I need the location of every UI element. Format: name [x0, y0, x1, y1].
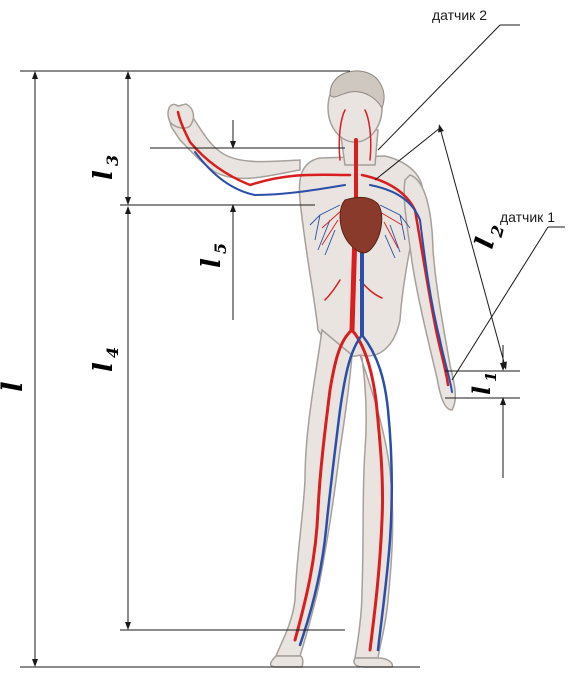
svg-text:1: 1	[482, 372, 500, 382]
dim-label-l3: l 3	[89, 155, 122, 180]
svg-text:l: l	[197, 258, 227, 268]
svg-text:3: 3	[103, 155, 122, 166]
svg-text:l: l	[89, 362, 119, 372]
dim-label-l1: l 1	[467, 372, 500, 395]
right-foot	[271, 656, 303, 667]
sensor-2-label: датчик 2	[432, 7, 487, 23]
svg-text:l: l	[89, 170, 119, 180]
svg-text:5: 5	[211, 243, 230, 254]
sensor-1-leader	[452, 227, 548, 380]
svg-text:4: 4	[103, 347, 122, 358]
sensor-1-label: датчик 1	[500, 209, 555, 225]
svg-text:l: l	[0, 381, 29, 392]
human-body	[168, 71, 455, 667]
sensor-2-leader	[378, 25, 500, 150]
dim-label-l4: l 4	[89, 347, 122, 372]
left-foot	[354, 658, 392, 667]
dim-label-l: l	[0, 381, 29, 392]
dimension-lines	[20, 25, 565, 667]
right-leg	[276, 330, 352, 656]
svg-text:2: 2	[487, 223, 508, 240]
dim-label-l5: l 5	[197, 243, 230, 268]
svg-text:l: l	[467, 386, 496, 395]
